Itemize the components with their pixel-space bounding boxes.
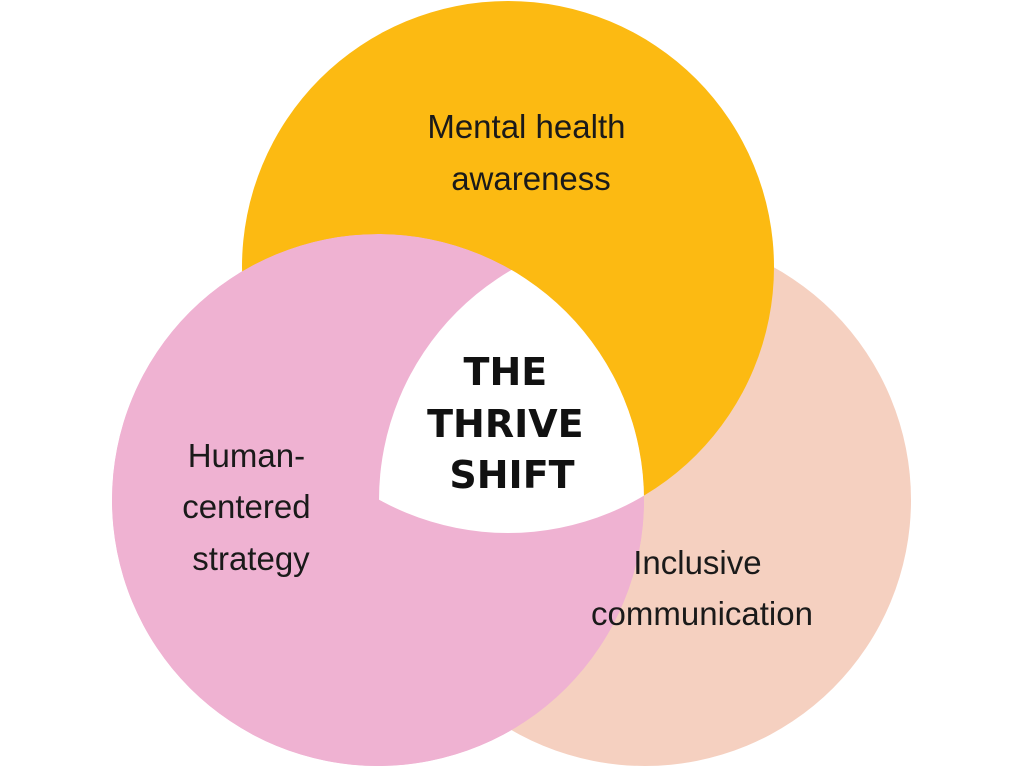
label-line: strategy bbox=[192, 540, 310, 577]
center-title-line: SHIFT bbox=[449, 453, 574, 497]
label-line: Inclusive bbox=[633, 544, 761, 581]
label-line: awareness bbox=[451, 160, 611, 197]
label-mental-health-awareness: Mental health awareness bbox=[427, 108, 634, 197]
label-inclusive-communication: Inclusive communication bbox=[591, 544, 813, 632]
label-human-centered-strategy: Human- centered strategy bbox=[182, 437, 320, 577]
label-line: Human- bbox=[188, 437, 305, 474]
label-line: centered bbox=[182, 488, 310, 525]
label-line: communication bbox=[591, 595, 813, 632]
label-line: Mental health bbox=[427, 108, 625, 145]
center-title-line: THE bbox=[464, 350, 548, 394]
center-title: THE THRIVE SHIFT bbox=[427, 350, 597, 497]
center-title-line: THRIVE bbox=[427, 402, 584, 446]
